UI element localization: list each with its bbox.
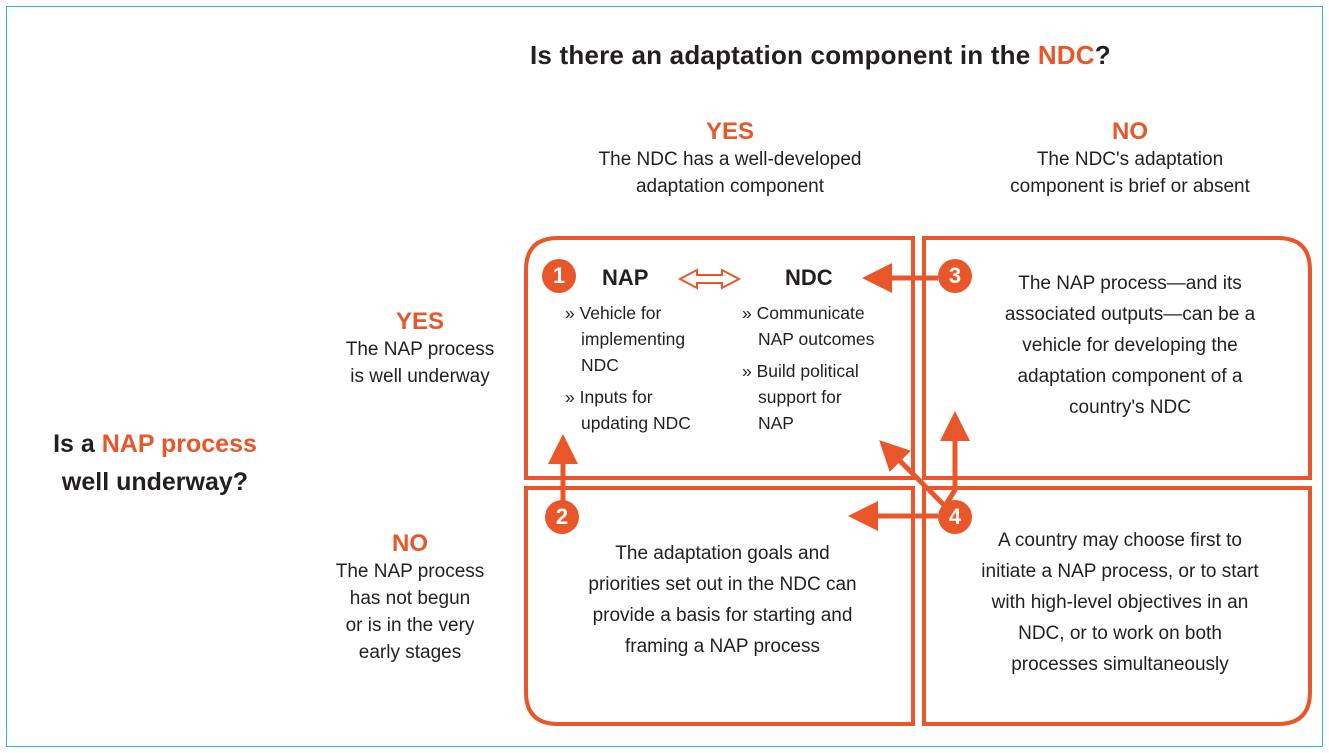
row-no-desc-line3: or is in the very <box>345 615 475 636</box>
cell3-line: vehicle for developing the <box>1022 335 1238 356</box>
ndc-bullet-line: » Communicate <box>742 303 865 323</box>
nap-bullet-line: implementing <box>581 329 686 349</box>
column-no-label: NO <box>1112 118 1148 145</box>
row-no-desc-line1: The NAP process <box>335 561 485 582</box>
nap-bullet-line: NDC <box>581 355 619 375</box>
top-question-highlight: NDC <box>1037 40 1095 70</box>
cell3-line: country's NDC <box>1069 397 1191 418</box>
column-yes-label: YES <box>705 118 755 145</box>
row-yes-label: YES <box>395 308 445 335</box>
badge-4: 4 <box>938 500 972 534</box>
row-yes-desc-line2: is well underway <box>350 366 490 387</box>
cell3-text: The NAP process—and its associated outpu… <box>965 268 1295 423</box>
quadrant-box-1 <box>524 236 915 480</box>
badge-2: 2 <box>545 500 579 534</box>
cell1-nap-bullets: » Vehicle for implementing NDC » Inputs … <box>565 300 691 436</box>
row-no-label: NO <box>392 530 428 557</box>
quadrant-box-2 <box>524 486 915 726</box>
left-question-highlight: NAP process <box>101 430 257 458</box>
nap-bullet-line: » Inputs for <box>565 387 653 407</box>
cell4-text: A country may choose first to initiate a… <box>935 525 1305 680</box>
cell2-line: framing a NAP process <box>624 636 820 657</box>
column-yes-header: YES The NDC has a well-developed adaptat… <box>545 118 915 200</box>
outer-frame <box>6 6 1323 747</box>
left-question-text: Is a <box>53 430 102 458</box>
badge-1: 1 <box>542 259 576 293</box>
cell1-ndc-bullets: » Communicate NAP outcomes » Build polit… <box>742 300 874 436</box>
cell4-line: NDC, or to work on both <box>1018 623 1222 644</box>
cell4-line: with high-level objectives in an <box>991 592 1249 613</box>
cell3-line: associated outputs—can be a <box>1004 304 1256 325</box>
nap-bullet-line: » Vehicle for <box>565 303 662 323</box>
column-no-desc-line2: component is brief or absent <box>1010 176 1250 197</box>
cell2-line: The adaptation goals and <box>615 543 830 564</box>
column-yes-desc-line1: The NDC has a well-developed <box>598 149 862 170</box>
arrow-4-to-3 <box>940 411 970 508</box>
badge-3: 3 <box>938 259 972 293</box>
cell3-line: The NAP process—and its <box>1018 273 1242 294</box>
cell1-ndc-label: NDC <box>785 265 833 290</box>
left-question-line2: well underway? <box>61 468 249 496</box>
ndc-bullet-line: » Build political <box>742 361 859 381</box>
cell4-line: initiate a NAP process, or to start <box>981 561 1259 582</box>
top-question-text: Is there an adaptation component in the <box>530 40 1038 70</box>
row-no-header: NO The NAP process has not begun or is i… <box>310 530 510 666</box>
column-no-header: NO The NDC's adaptation component is bri… <box>945 118 1315 200</box>
top-question-suffix: ? <box>1094 40 1111 70</box>
quadrant-box-4 <box>922 486 1312 726</box>
quadrant-box-3 <box>922 236 1312 480</box>
column-yes-desc-line2: adaptation component <box>635 176 825 197</box>
cell4-line: A country may choose first to <box>998 530 1242 551</box>
ndc-bullet-line: NAP <box>758 413 794 433</box>
row-no-desc-line2: has not begun <box>349 588 471 609</box>
cell3-line: adaptation component of a <box>1017 366 1243 387</box>
ndc-bullet-line: support for <box>758 387 842 407</box>
cell4-line: processes simultaneously <box>1011 654 1229 675</box>
arrow-4-to-1 <box>879 440 947 508</box>
row-no-desc-line4: early stages <box>358 642 462 663</box>
cell1-nap-label: NAP <box>602 265 649 290</box>
ndc-bullet-line: NAP outcomes <box>758 329 875 349</box>
cell2-text: The adaptation goals and priorities set … <box>545 538 900 662</box>
column-no-desc-line1: The NDC's adaptation <box>1036 149 1224 170</box>
left-question: Is a NAP process well underway? <box>20 425 290 501</box>
nap-ndc-double-arrow <box>677 268 742 290</box>
cell2-line: provide a basis for starting and <box>592 605 853 626</box>
row-yes-header: YES The NAP process is well underway <box>325 308 515 390</box>
nap-bullet-line: updating NDC <box>581 413 691 433</box>
top-question: Is there an adaptation component in the … <box>530 40 1300 71</box>
row-yes-desc-line1: The NAP process <box>345 339 495 360</box>
cell2-line: priorities set out in the NDC can <box>588 574 857 595</box>
